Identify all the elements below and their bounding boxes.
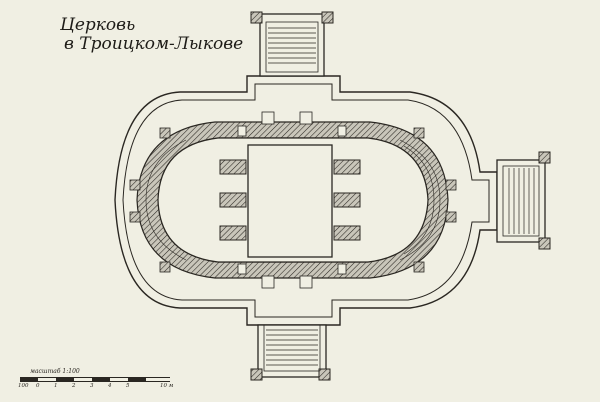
south-staircase [250,324,331,381]
north-staircase [250,11,334,77]
scale-tick: 3 [90,383,94,389]
title-line-2: в Троицком-Лыкове [64,34,244,54]
scale-segment [128,378,146,381]
scale-segment [20,378,38,381]
east-staircase [496,151,551,250]
scale-bar-line [20,377,170,382]
scale-tick: 10 м [160,383,174,389]
church-walls [129,111,457,289]
scale-tick: 4 [108,383,112,389]
outer-terrace-outline [114,75,498,326]
drawing-title: Церковь в Троицком-Лыкове [60,16,243,54]
scale-segment [92,378,110,381]
scale-tick: 2 [72,383,76,389]
scale-tick: 1 [54,383,58,389]
scale-tick: 100 [18,383,29,389]
scale-caption: масштаб 1:100 [30,368,80,375]
title-line-1: Церковь [60,15,136,35]
scale-tick: 0 [36,383,40,389]
scale-segment [56,378,74,381]
scale-tick: 5 [126,383,130,389]
